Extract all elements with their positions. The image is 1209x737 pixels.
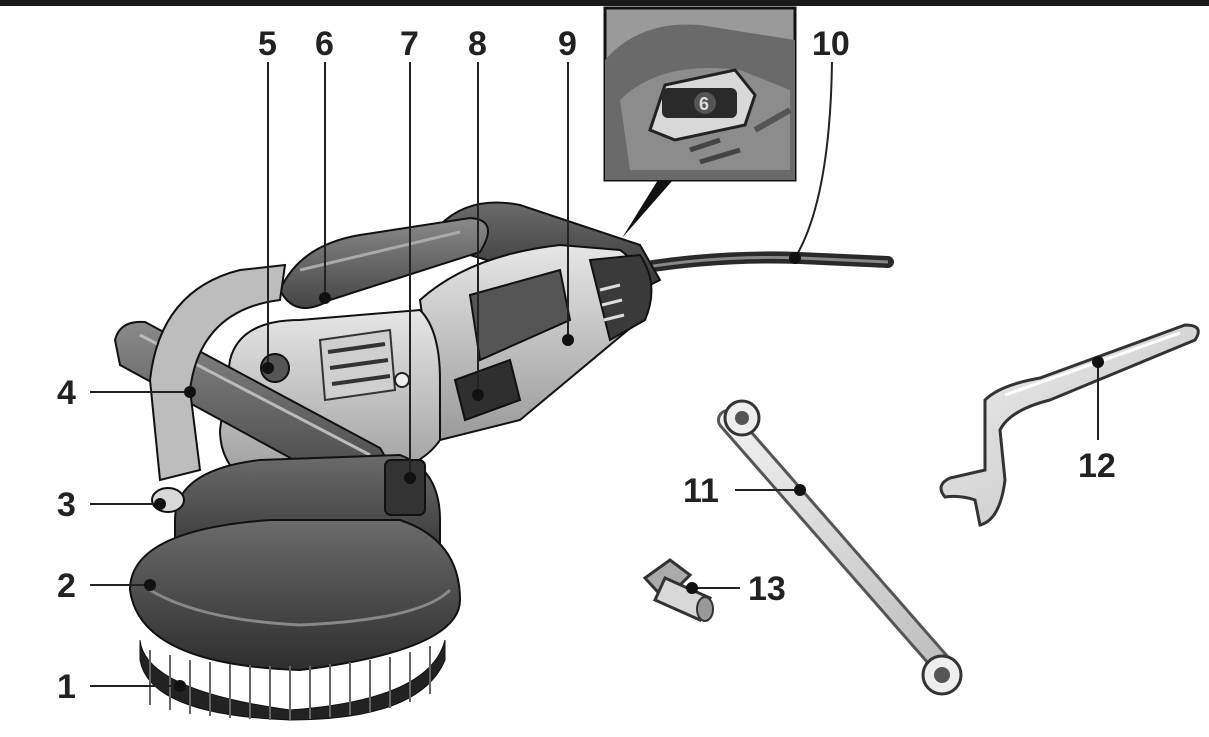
ring-wrench — [717, 399, 963, 696]
leader-lines — [90, 61, 1099, 687]
callout-11: 11 — [683, 472, 719, 510]
callout-8: 8 — [468, 25, 487, 63]
motor-housing — [418, 243, 653, 442]
callout-1: 1 — [57, 668, 76, 706]
callout-3: 3 — [57, 486, 76, 524]
callout-4: 4 — [57, 374, 76, 412]
callout-5: 5 — [258, 25, 277, 63]
speed-dial-inset: 6 — [603, 6, 797, 182]
callout-2: 2 — [57, 567, 76, 605]
callout-10: 10 — [812, 25, 850, 63]
callout-9: 9 — [558, 25, 577, 63]
top-rule — [0, 0, 1209, 6]
pin-spanner — [939, 323, 1200, 527]
callout-7: 7 — [400, 25, 419, 63]
fastening-bolt — [642, 558, 714, 622]
brush-ring — [149, 646, 431, 720]
callout-6: 6 — [315, 25, 334, 63]
hood-clamp — [384, 459, 426, 516]
leader-dots — [144, 252, 1104, 692]
inset-pointer — [622, 180, 673, 238]
callout-12: 12 — [1078, 447, 1116, 485]
protective-base — [128, 519, 462, 721]
callout-13: 13 — [748, 570, 786, 608]
speed-dial-number: 6 — [699, 94, 709, 114]
